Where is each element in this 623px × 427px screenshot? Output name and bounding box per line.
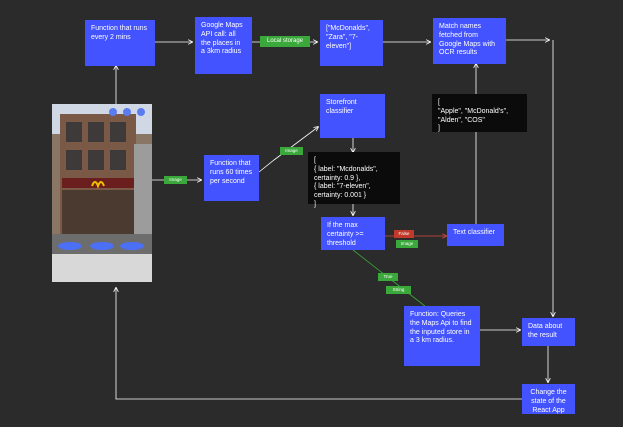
- node-max-certainty-check: If the max certainty >= threshold: [321, 217, 385, 250]
- node-function-every-2-mins: Function that runs every 2 mins: [85, 20, 155, 66]
- status-dot-icon: [137, 108, 145, 116]
- label-local-storage: Local storage: [260, 36, 310, 47]
- action-button[interactable]: [120, 242, 144, 250]
- node-change-state: Change the state of the React App: [522, 384, 575, 414]
- node-google-maps-api: Google Maps API call: all the places in …: [195, 17, 252, 74]
- phone-camera-preview: [52, 104, 152, 282]
- node-data-about-result: Data about the result: [522, 318, 575, 346]
- node-classifier-predictions: [ { label: "Mcdonalds", certainty: 0.9 }…: [308, 152, 400, 208]
- status-dot-icon: [123, 108, 131, 116]
- node-text-classifier: Text classifier: [447, 224, 504, 246]
- label-image: Image: [280, 147, 303, 155]
- edge-change-to-phone: [116, 288, 522, 400]
- node-local-places-list: ["McDonalds", "Zara", "7-eleven"]: [320, 20, 383, 66]
- node-function-query-maps: Function: Queries the Maps Api to find t…: [404, 306, 480, 366]
- action-button[interactable]: [58, 242, 82, 250]
- node-function-60-times: Function that runs 60 times per second: [204, 155, 259, 201]
- label-image: Image: [164, 176, 187, 184]
- node-match-names: Match names fetched from Google Maps wit…: [433, 18, 506, 64]
- edge-func60-to-storefront: [258, 127, 318, 173]
- storefront-photo: [52, 104, 152, 254]
- node-storefront-classifier: Storefront classifier: [320, 94, 385, 138]
- label-true: True: [378, 273, 398, 281]
- action-button[interactable]: [90, 242, 114, 250]
- status-dot-icon: [109, 108, 117, 116]
- label-image: Image: [396, 240, 418, 248]
- label-string: String: [386, 286, 411, 294]
- node-ocr-results: [ "Apple", "McDonald's", "Alden", "COS" …: [432, 94, 527, 132]
- label-false: False: [394, 230, 414, 238]
